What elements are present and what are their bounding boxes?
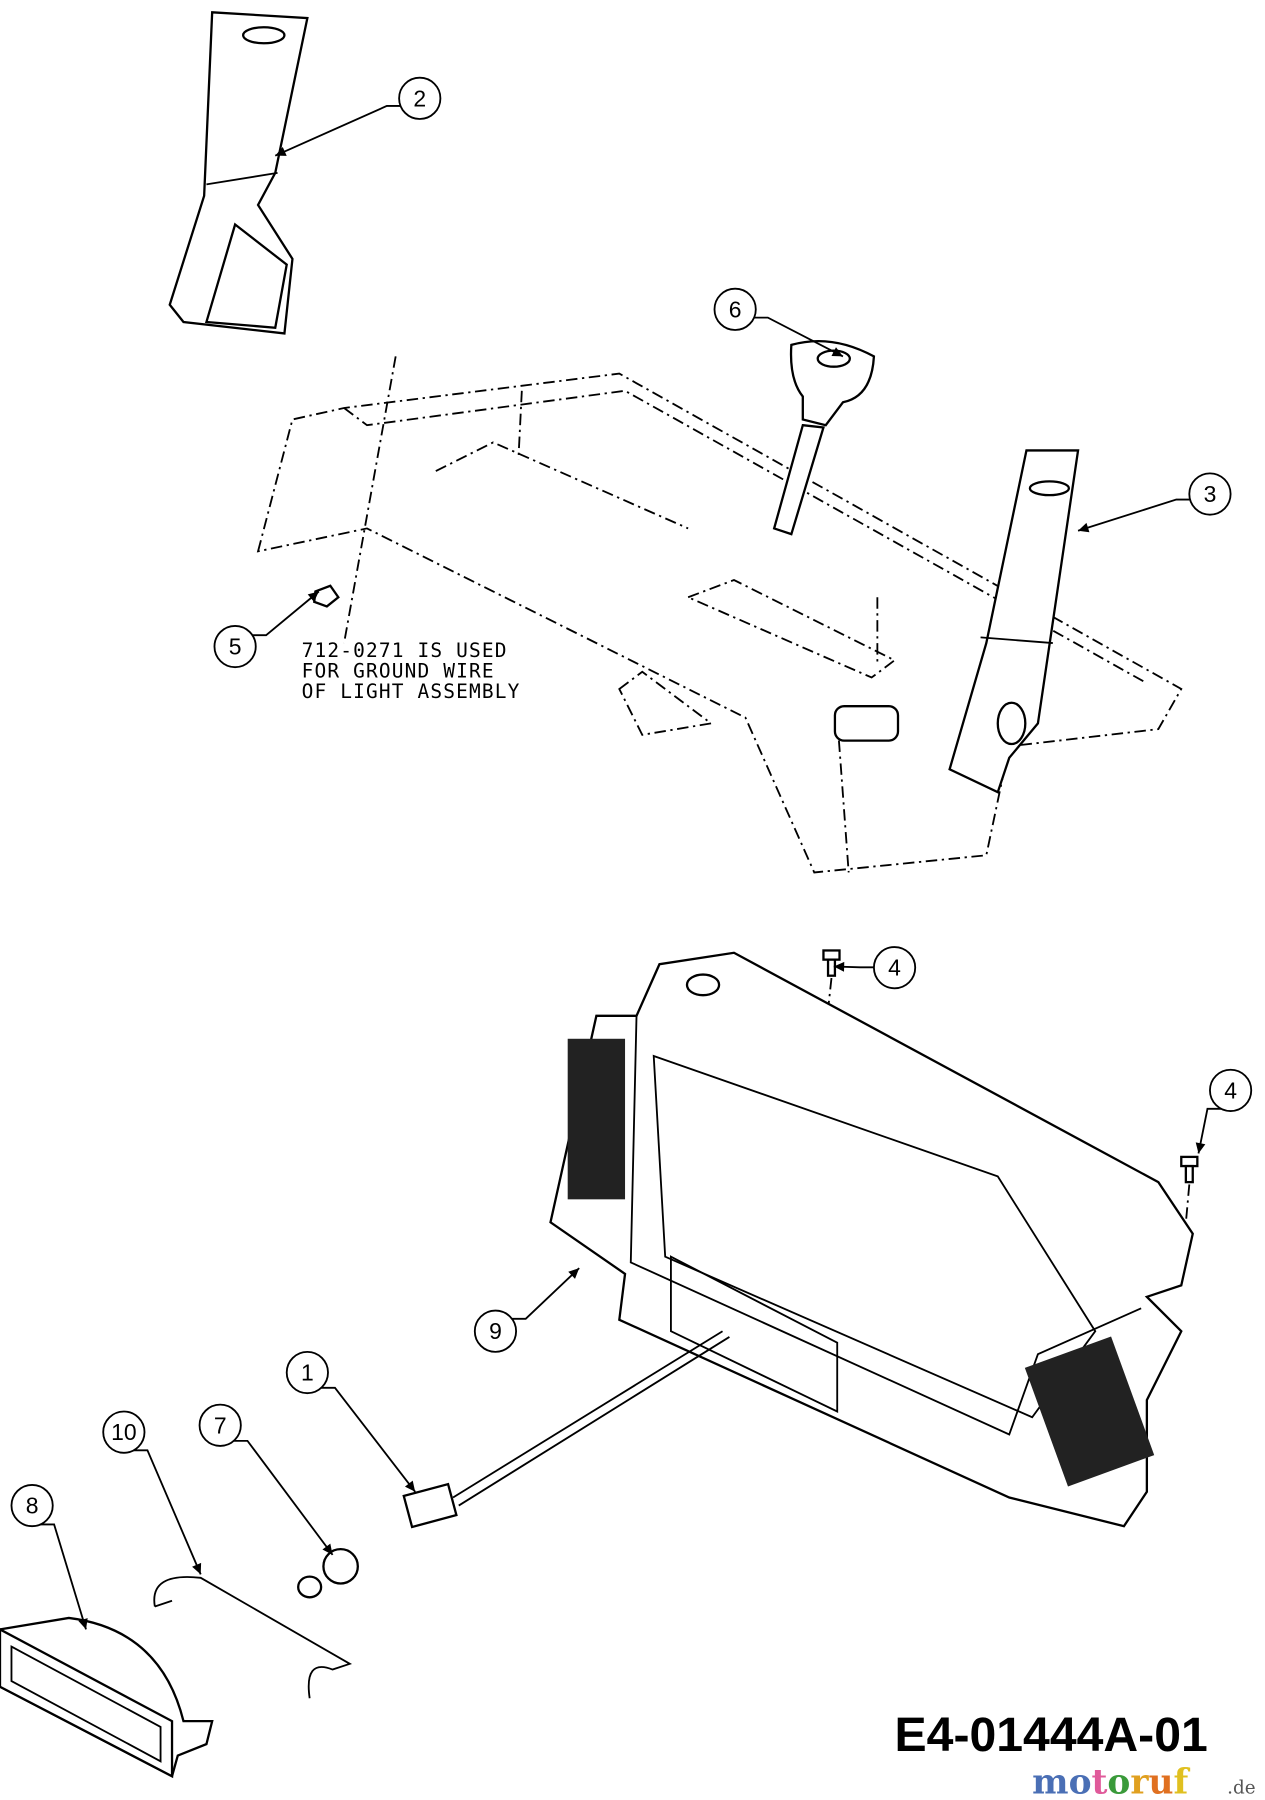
leader-line <box>133 1449 202 1575</box>
arrowhead <box>192 1562 202 1575</box>
wiring-harness <box>402 1330 730 1529</box>
callout-6: 6 <box>713 287 844 358</box>
diagram-code: E4-01444A-01 <box>895 1708 1208 1762</box>
callout-1: 1 <box>285 1350 416 1493</box>
callout-7: 7 <box>198 1403 334 1556</box>
arrowhead <box>831 347 843 357</box>
callout-number: 4 <box>1224 1077 1237 1103</box>
shift-knob <box>772 339 876 536</box>
arrowhead <box>833 961 845 972</box>
callout-number: 3 <box>1204 481 1217 507</box>
arrowhead <box>1195 1142 1206 1154</box>
callout-number: 9 <box>489 1318 502 1344</box>
callout-circle <box>213 624 257 669</box>
arrowhead <box>307 591 319 602</box>
callout-number: 8 <box>26 1493 39 1519</box>
watermark-letter: t <box>1092 1762 1108 1800</box>
callout-3: 3 <box>1077 472 1232 533</box>
dash-panel <box>256 356 1183 874</box>
callout-number: 4 <box>888 955 901 981</box>
callout-circle <box>285 1350 329 1395</box>
callout-number: 1 <box>301 1360 314 1386</box>
watermark-letter: o <box>1107 1762 1130 1800</box>
callout-4: 4 <box>833 946 917 990</box>
callout-circle <box>872 946 917 990</box>
callout-circle <box>398 76 442 120</box>
watermark-letter: f <box>1174 1762 1191 1800</box>
hex-nut <box>313 584 340 608</box>
watermark-suffix: .de <box>1227 1777 1255 1798</box>
bulb-socket <box>297 1547 359 1599</box>
light-lens <box>0 1616 214 1779</box>
callouts: 2 6 3 5 4 4 9 1 7 10 8 <box>10 76 1253 1630</box>
callout-circle <box>198 1403 242 1447</box>
arrowhead <box>78 1618 88 1630</box>
watermark-letter: m <box>1032 1762 1068 1800</box>
callout-number: 6 <box>729 296 742 322</box>
callout-circle <box>102 1410 146 1454</box>
watermark-letter: o <box>1069 1762 1092 1800</box>
leader-line <box>252 590 320 637</box>
handle-tube-left <box>168 11 309 335</box>
leader-line <box>1197 1107 1222 1154</box>
leader-line <box>233 1439 334 1556</box>
watermark-letter: r <box>1130 1762 1149 1800</box>
callout-number: 2 <box>413 85 426 111</box>
callout-circle <box>1188 472 1232 516</box>
arrowhead <box>568 1268 580 1279</box>
note-line-3: OF LIGHT ASSEMBLY <box>302 680 521 703</box>
arrowhead <box>1078 522 1090 533</box>
svg-text:motoruf: motoruf <box>1032 1762 1190 1800</box>
callout-circle <box>1209 1068 1253 1112</box>
leader-line <box>321 1386 416 1493</box>
leader-line <box>511 1267 580 1320</box>
leader-line <box>754 316 844 358</box>
callout-9: 9 <box>473 1267 580 1353</box>
callout-circle <box>473 1309 518 1353</box>
spring-clip <box>153 1576 353 1699</box>
callout-5: 5 <box>213 590 320 669</box>
callout-number: 10 <box>111 1419 136 1445</box>
handle-tube-right <box>948 449 1080 794</box>
callout-number: 5 <box>229 634 242 660</box>
callout-circle <box>10 1483 54 1528</box>
hood-housing <box>549 951 1194 1528</box>
note-line-2: FOR GROUND WIRE <box>302 660 495 683</box>
leader-line <box>274 105 401 157</box>
arrowhead <box>275 146 287 156</box>
arrowhead <box>404 1480 416 1492</box>
leader-line <box>40 1523 87 1630</box>
callout-number: 7 <box>214 1412 227 1438</box>
leader-line <box>1077 498 1191 532</box>
note-line-1: 712-0271 IS USED <box>302 639 508 662</box>
arrowhead <box>322 1543 333 1555</box>
callout-2: 2 <box>274 76 442 157</box>
watermark-letter: u <box>1148 1762 1173 1800</box>
vent-slats-left <box>567 1038 626 1200</box>
callout-8: 8 <box>10 1483 88 1630</box>
callout-circle <box>713 287 757 331</box>
motoruf-watermark: motoruf .de <box>1032 1762 1255 1800</box>
callout-4: 4 <box>1195 1068 1253 1154</box>
vent-slats-right <box>1024 1336 1155 1487</box>
callout-10: 10 <box>102 1410 202 1575</box>
